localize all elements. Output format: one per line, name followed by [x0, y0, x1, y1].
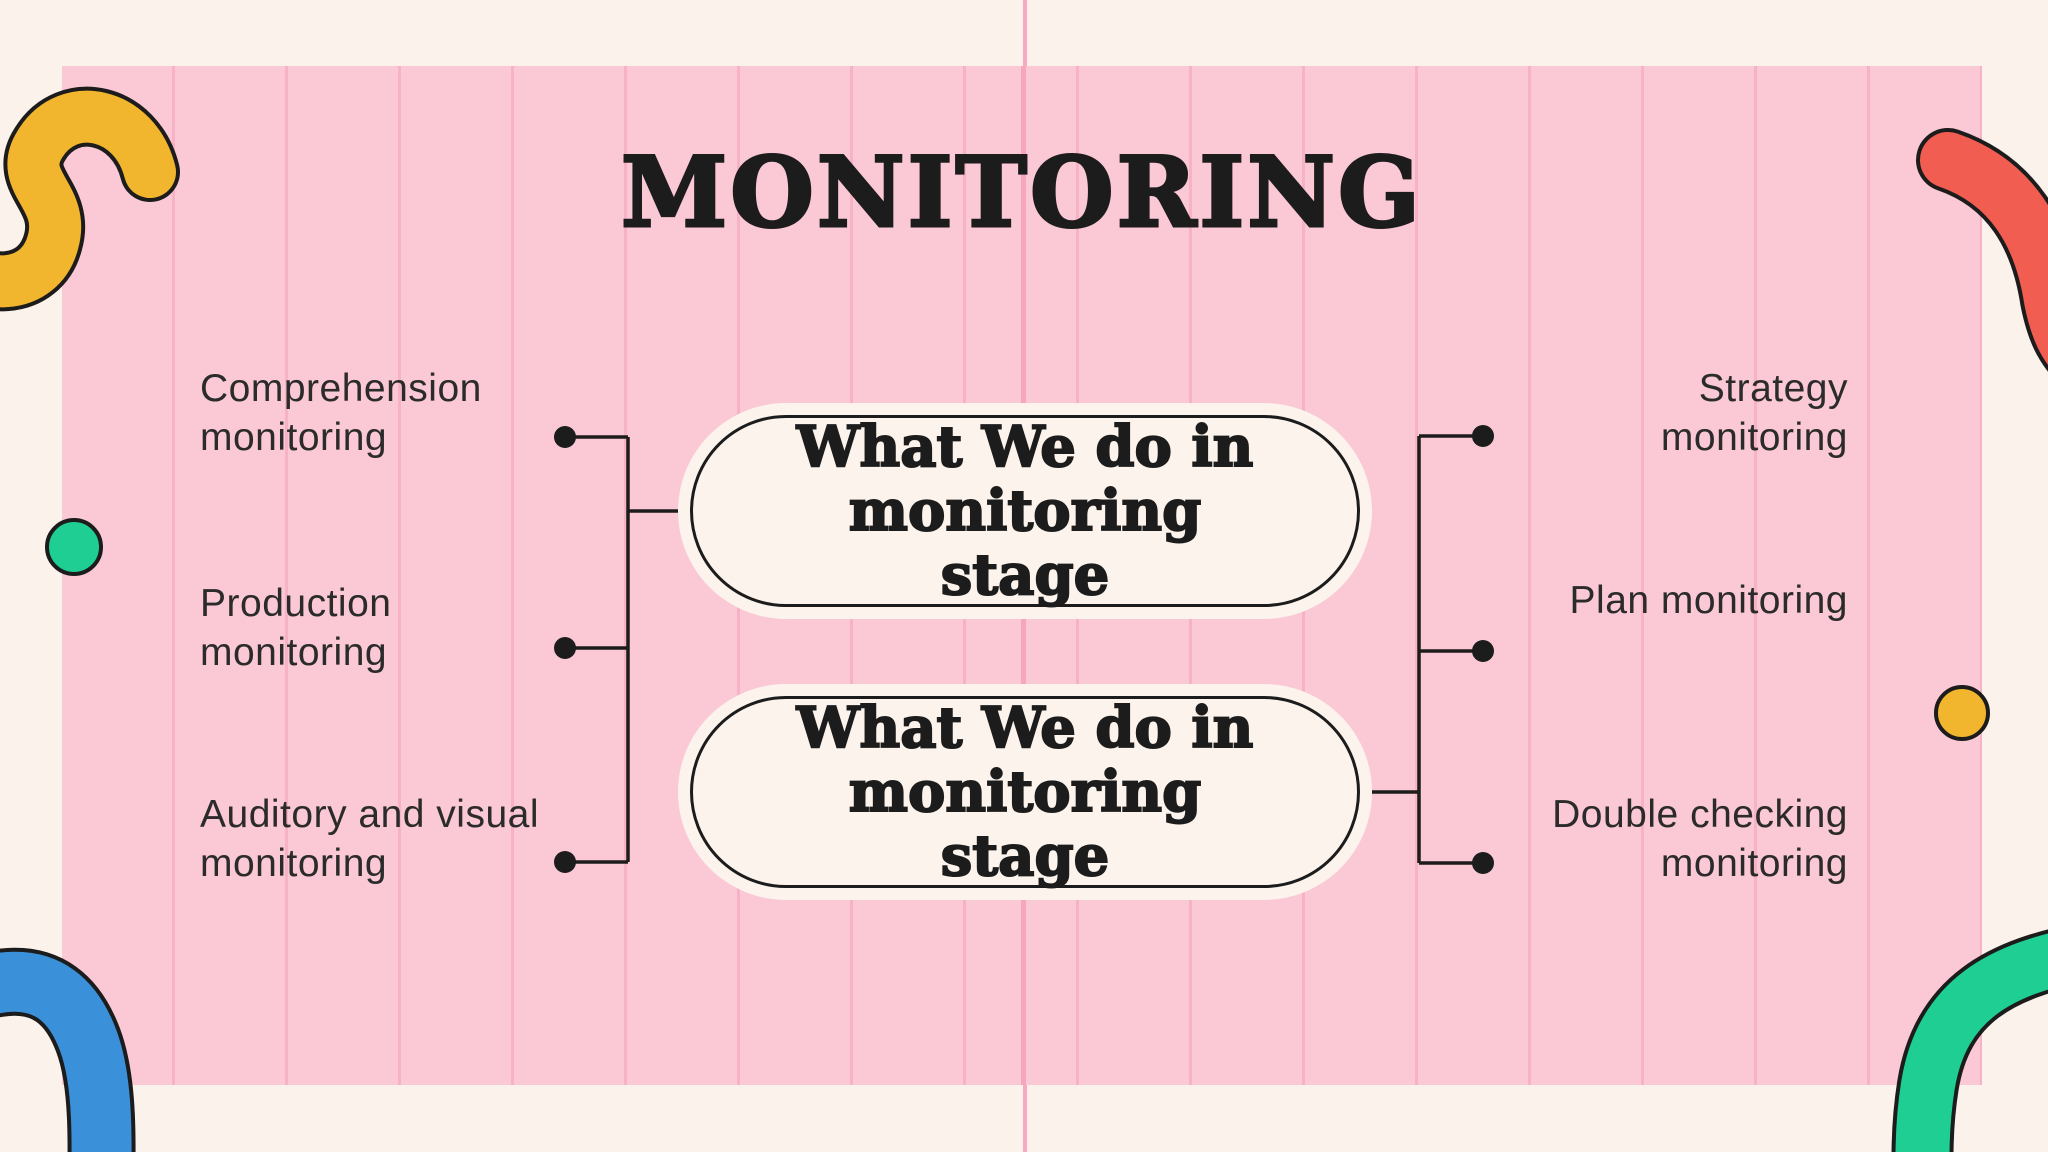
center-box-1-outline: What We do in monitoring stage	[690, 414, 1360, 608]
left-item-production-monitoring: Production monitoring	[200, 582, 392, 674]
right-item-plan-monitoring: Plan monitoring	[1569, 579, 1848, 622]
center-box-1-label: What We do in monitoring stage	[796, 414, 1255, 608]
right-item-double-checking-monitoring: Double checking monitoring	[1552, 793, 1848, 885]
left-item-comprehension-monitoring: Comprehension monitoring	[200, 367, 482, 459]
left-item-auditory-visual-monitoring: Auditory and visual monitoring	[200, 793, 540, 885]
center-box-2: What We do in monitoring stage	[678, 684, 1372, 900]
center-box-1: What We do in monitoring stage	[678, 403, 1372, 619]
slide-title: MONITORING	[619, 135, 1424, 251]
center-box-2-outline: What We do in monitoring stage	[690, 695, 1360, 889]
right-item-strategy-monitoring: Strategy monitoring	[1660, 367, 1848, 459]
center-box-2-label: What We do in monitoring stage	[796, 695, 1255, 889]
striped-pink-panel	[62, 66, 1982, 1085]
